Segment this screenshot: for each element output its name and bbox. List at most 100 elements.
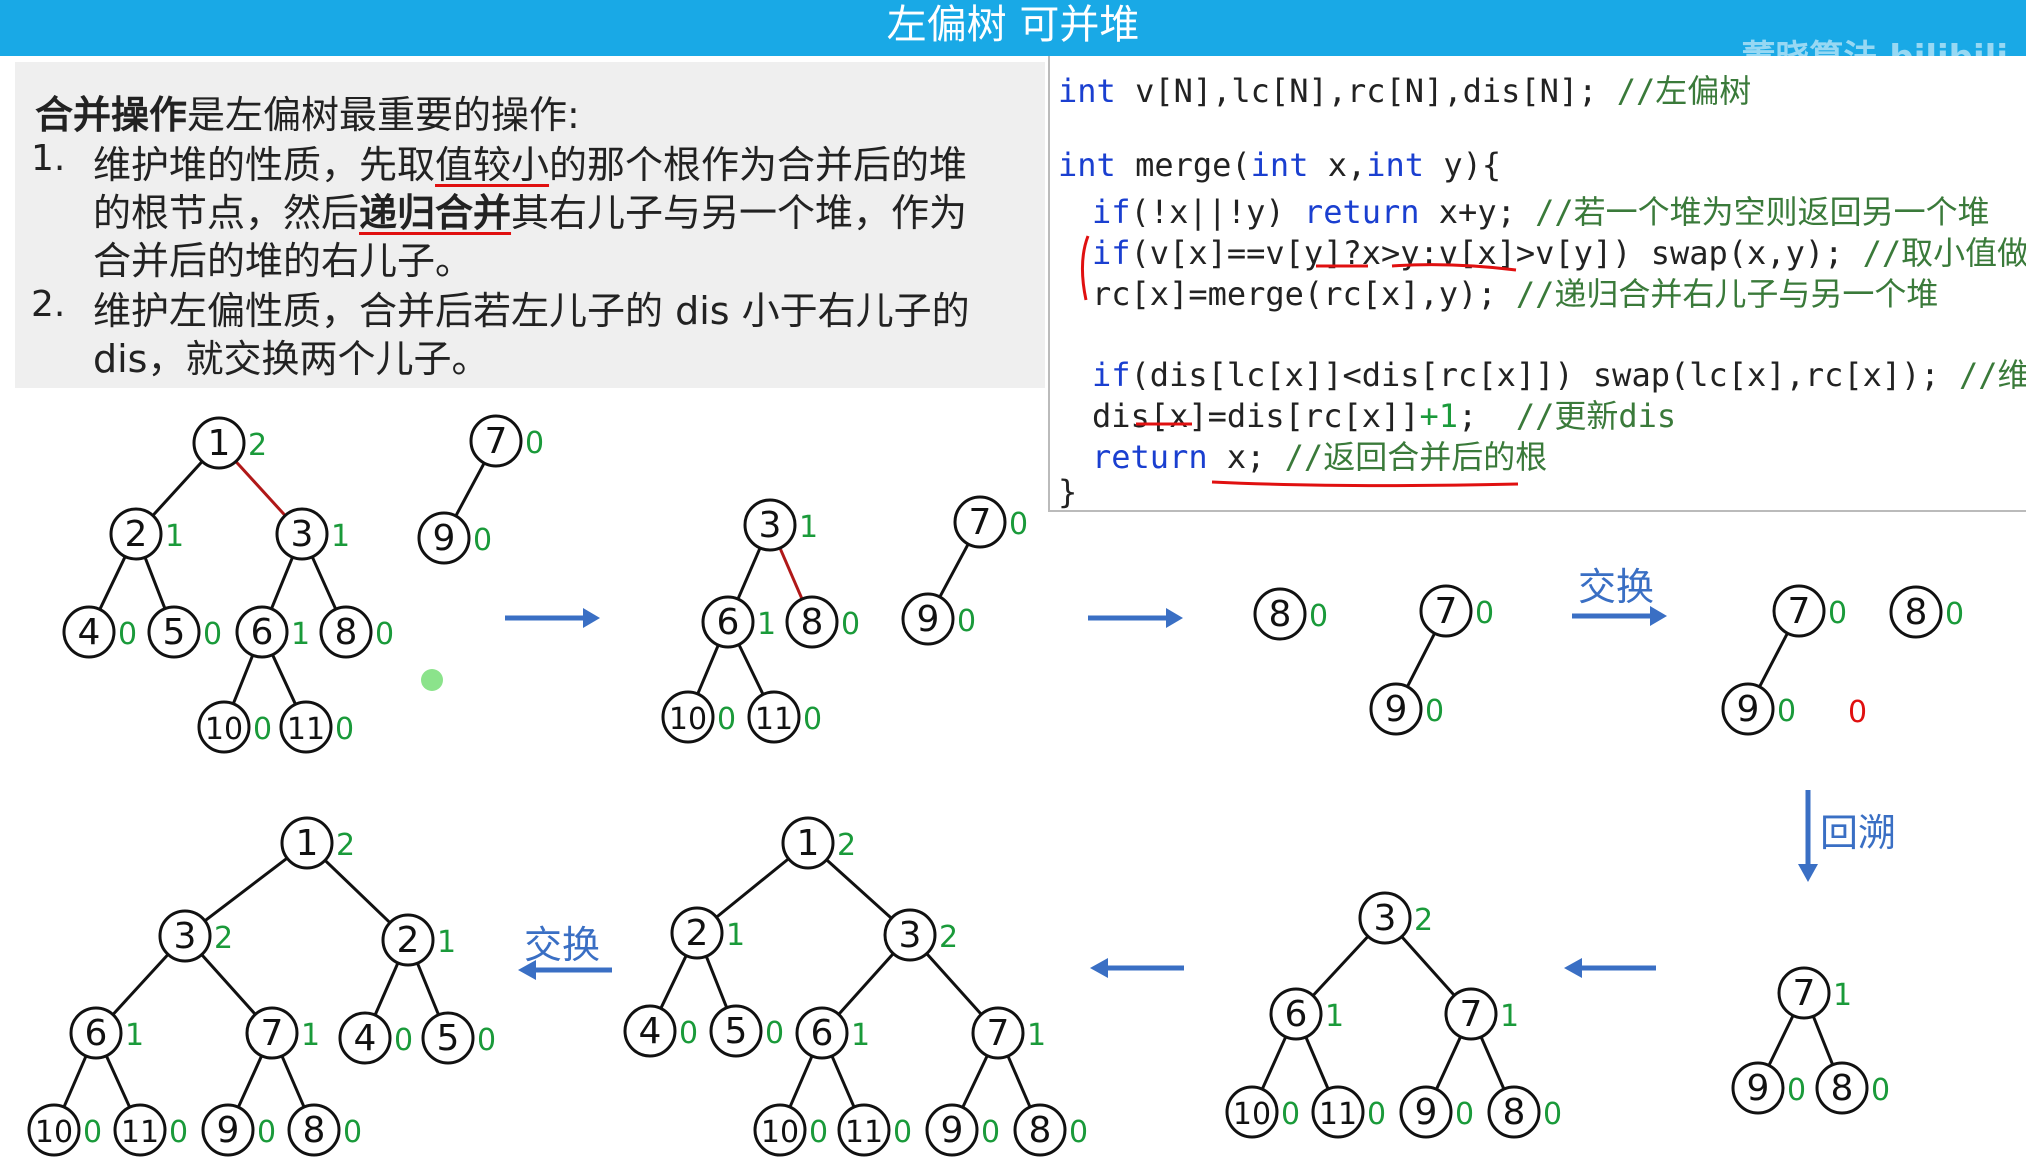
- node-dis-label: 0: [335, 712, 354, 747]
- tree-edge: [1260, 1036, 1288, 1090]
- node-circle: [69, 1006, 123, 1060]
- node-dis-label: 1: [291, 617, 310, 652]
- node-circle: [381, 913, 435, 967]
- arrow-left-2: [1090, 958, 1184, 978]
- node-dis-label: 0: [981, 1115, 1000, 1150]
- code-comment: //若一个堆为空则返回另一个堆: [1535, 193, 1990, 231]
- code-panel: int v[N],lc[N],rc[N],dis[N]; //左偏树 int m…: [1048, 56, 2026, 512]
- node-circle: [27, 1103, 81, 1157]
- node-value: 7: [485, 421, 508, 462]
- code-line-2: int merge(int x,int y){: [1058, 146, 1501, 184]
- node-dis-label: 0: [1425, 694, 1444, 729]
- tree-edge: [1406, 632, 1436, 688]
- node-value: 7: [261, 1013, 284, 1054]
- tree-edge: [104, 1055, 132, 1108]
- tree-edge: [925, 952, 983, 1016]
- tree-edge-highlighted: [778, 547, 804, 600]
- node-circle: [109, 507, 163, 561]
- node-circle: [925, 1103, 979, 1157]
- tree-edge: [659, 954, 688, 1010]
- tree-edge: [98, 555, 127, 611]
- code-token: dis[x]=dis[rc[x]]: [1092, 397, 1420, 435]
- tree-edge: [736, 547, 762, 600]
- node-circle: [1225, 1085, 1279, 1139]
- node-circle: [1358, 891, 1412, 945]
- node-value: 3: [291, 514, 314, 555]
- tree-edge: [454, 462, 486, 517]
- node-circle: [971, 1006, 1025, 1060]
- node-circle: [1731, 1061, 1785, 1115]
- node-value: 7: [1788, 591, 1811, 632]
- node-circle: [1013, 1103, 1067, 1157]
- node-value: 3: [899, 915, 922, 956]
- node-dis-label: 0: [473, 523, 492, 558]
- tree-edge: [1304, 1036, 1330, 1090]
- code-token: int: [1058, 72, 1116, 110]
- node-value: 11: [121, 1115, 159, 1150]
- code-token: merge(: [1115, 146, 1251, 184]
- tree-edge: [323, 859, 392, 924]
- code-token: x;: [1207, 438, 1285, 476]
- node-circle: [1487, 1085, 1541, 1139]
- item1-line2: 的根节点，然后递归合并其右儿子与另一个堆，作为: [93, 182, 967, 237]
- arrow-label-backtrack: 回溯: [1820, 811, 1896, 855]
- arrow-label-swap-2: 交换: [524, 923, 600, 967]
- item2-number: 2.: [31, 284, 66, 325]
- tree-edge: [310, 556, 338, 610]
- code-token: v[N],lc[N],rc[N],dis[N];: [1115, 72, 1617, 110]
- arrow-down: [1798, 790, 1818, 882]
- node-circle: [147, 605, 201, 659]
- node-dis-label: 1: [799, 510, 818, 545]
- arrow-right-2: [1088, 608, 1183, 628]
- code-token: rc[x]=merge(rc[x],y);: [1092, 275, 1516, 313]
- code-line-8: return x; //返回合并后的根: [1092, 432, 1547, 478]
- code-token: int: [1366, 146, 1425, 184]
- node-value: 9: [1415, 1092, 1438, 1133]
- tree-edge: [961, 1054, 989, 1109]
- tree-edge: [1400, 935, 1456, 997]
- arrow-right-1: [505, 608, 600, 628]
- node-dis-label: 1: [1027, 1018, 1046, 1053]
- node-dis-label: 0: [679, 1016, 698, 1051]
- node-circle: [883, 908, 937, 962]
- arrow-label-swap-1: 交换: [1578, 565, 1654, 609]
- tree-edge: [1435, 1036, 1462, 1090]
- node-dis-label: 1: [331, 519, 350, 554]
- tree-edge-highlighted: [234, 460, 287, 517]
- node-circle: [785, 595, 839, 649]
- node-value: 8: [1503, 1092, 1526, 1133]
- tree-edge: [830, 1055, 856, 1108]
- tree-edge: [1006, 1055, 1032, 1108]
- node-circle: [1772, 584, 1826, 638]
- node-value: 5: [437, 1018, 460, 1059]
- tree-edge: [373, 962, 400, 1016]
- code-comment: //取小值做根: [1862, 234, 2026, 272]
- item1-line1-a: 维护堆的性质，先取: [93, 143, 436, 187]
- tree-edge: [151, 460, 204, 517]
- node-value: 6: [1285, 994, 1308, 1035]
- tree-edge: [416, 962, 440, 1016]
- node-dis-label: 0: [1069, 1115, 1088, 1150]
- node-value: 10: [1233, 1097, 1271, 1132]
- flow-arrows: [505, 606, 1818, 980]
- node-dis-label: 0: [83, 1115, 102, 1150]
- node-dis-label: 0: [169, 1115, 188, 1150]
- node-value: 11: [1319, 1097, 1357, 1132]
- node-dis-label: 0: [717, 702, 736, 737]
- node-value: 1: [296, 823, 319, 864]
- item1-number: 1.: [31, 138, 66, 179]
- intro-bold: 合并操作: [35, 93, 188, 137]
